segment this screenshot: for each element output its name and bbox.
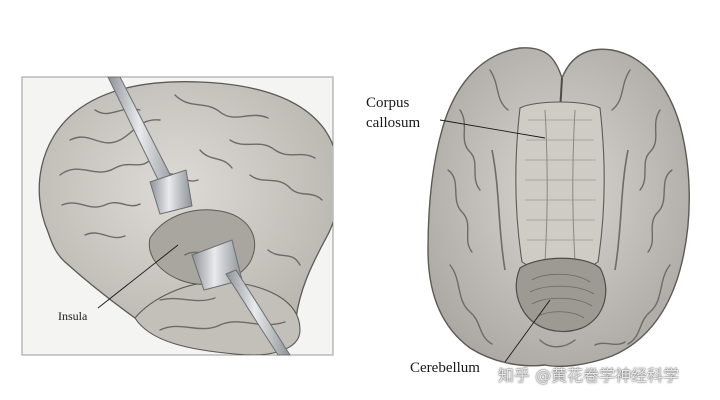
sulci-lines bbox=[59, 94, 323, 331]
cerebellum-label: Cerebellum bbox=[410, 360, 480, 376]
retractor-upper bbox=[107, 76, 193, 215]
cerebellar-folia bbox=[529, 273, 595, 319]
temporal-lobe bbox=[134, 281, 301, 355]
corpus-callosum bbox=[515, 101, 605, 271]
watermark-text: 知乎 @黄花卷学神经科学 bbox=[498, 366, 680, 385]
superior-sulci bbox=[447, 69, 673, 348]
corpus-callosum-label-line1: Corpus bbox=[366, 95, 410, 111]
corpus-callosum-leader-line bbox=[439, 119, 546, 139]
insula-leader-line bbox=[97, 244, 179, 309]
corpus-callosum-label: Corpus callosum bbox=[366, 93, 420, 133]
insula-label: Insula bbox=[58, 309, 88, 323]
cerebellum-leader-line bbox=[504, 299, 551, 363]
callosal-fibers bbox=[525, 119, 596, 241]
corpus-callosum-label-line2: callosum bbox=[366, 115, 421, 131]
retractor-lower bbox=[191, 239, 291, 356]
superior-brain-view bbox=[427, 47, 690, 367]
